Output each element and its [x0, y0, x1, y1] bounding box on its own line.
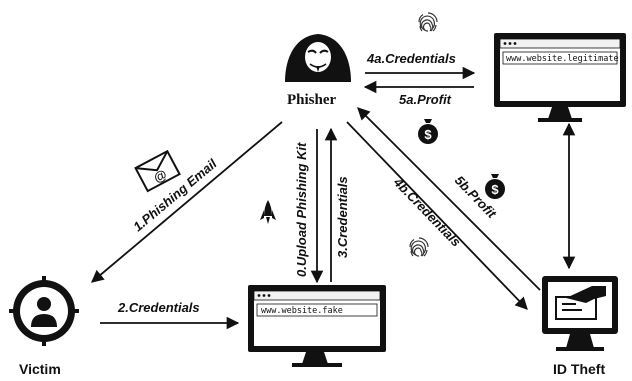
victim-target-icon	[9, 276, 79, 346]
id-theft-label: ID Theft	[553, 361, 605, 377]
email-icon: @	[134, 149, 181, 193]
fingerprint-icon	[409, 237, 429, 257]
edge-idtheft-profit	[357, 107, 541, 291]
hacker-icon	[285, 34, 351, 82]
label-upload-kit: 0.Upload Phishing Kit	[294, 142, 309, 277]
legit-site-url: www.website.legitimate	[506, 54, 619, 64]
phisher-label: Phisher	[287, 92, 337, 108]
label-fake-credentials: 3.Credentials	[335, 176, 350, 258]
money-bag-icon	[485, 174, 505, 199]
monitor-icon	[494, 33, 626, 122]
label-legit-credentials: 4a.Credentials	[366, 51, 456, 66]
label-victim-credentials: 2.Credentials	[117, 300, 200, 315]
edge-phishing-email	[91, 121, 283, 283]
label-idtheft-credentials: 4b.Credentials	[390, 174, 464, 250]
victim-label: Victim	[19, 361, 61, 377]
fake-monitor-icon	[248, 285, 386, 367]
edge-idtheft-credentials	[346, 121, 528, 310]
money-bag-icon	[418, 119, 438, 144]
label-legit-profit: 5a.Profit	[399, 92, 452, 107]
rocket-icon	[260, 200, 276, 224]
id-theft-monitor-icon	[542, 276, 618, 351]
fingerprint-icon	[418, 12, 438, 32]
svg-text:@: @	[151, 166, 169, 185]
fake-site-url: www.website.fake	[261, 306, 343, 316]
